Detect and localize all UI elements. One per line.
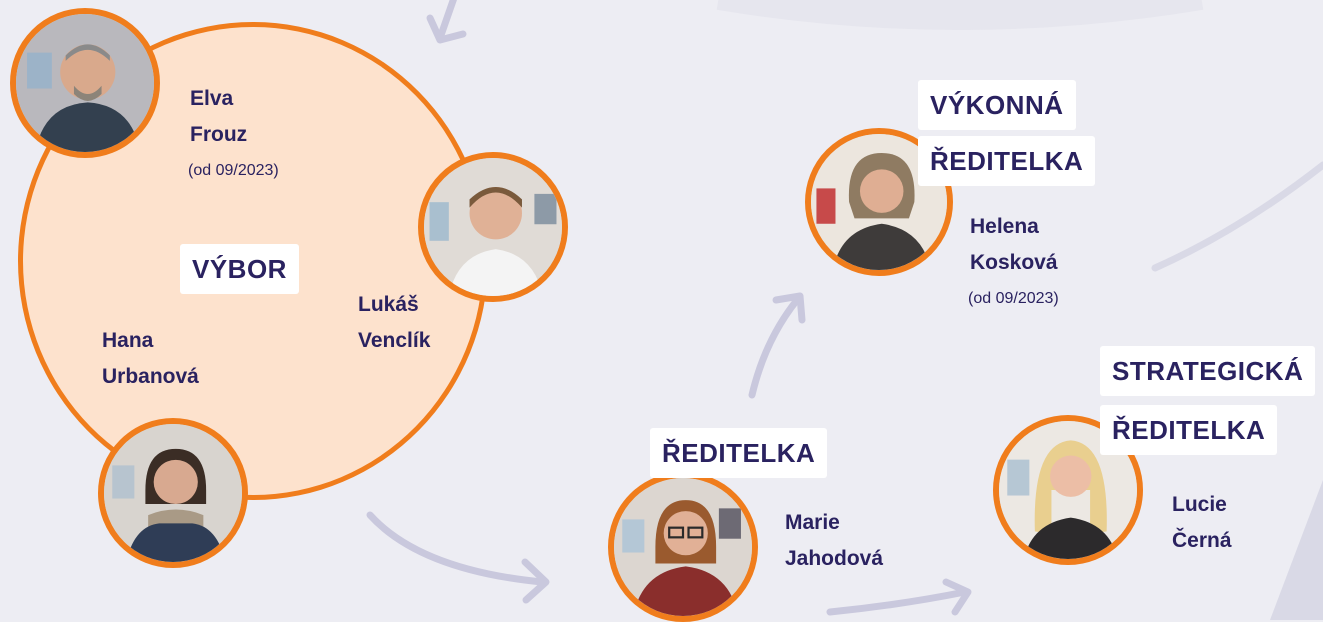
person-photo-icon [104, 424, 242, 562]
strategic-director-first-name: Lucie [1172, 493, 1227, 516]
right-curve [1151, 161, 1323, 272]
member-first-name: Elva [190, 87, 234, 110]
person-photo-icon [424, 158, 562, 296]
strategic-director-last-name: Černá [1172, 529, 1232, 552]
committee-label: VÝBOR [180, 244, 299, 294]
arrow-to-strategic-shaft [826, 588, 969, 616]
person-photo-icon [16, 14, 154, 152]
avatar-marie-jahodova [608, 472, 758, 622]
member-last-name: Venclík [358, 329, 431, 352]
avatar-elva-frouz [10, 8, 160, 158]
director-label: ŘEDITELKA [650, 428, 828, 478]
arrow-to-executive-shaft [748, 296, 801, 399]
avatar-hana-urbanova [98, 418, 248, 568]
executive-director-label-line2: ŘEDITELKA [918, 136, 1096, 186]
member-first-name: Hana [102, 329, 154, 352]
member-last-name: Urbanová [102, 365, 199, 388]
avatar-lukas-venclik [418, 152, 568, 302]
director-first-name: Marie [785, 511, 840, 534]
arrow-to-director-head [521, 558, 550, 604]
member-last-name: Frouz [190, 123, 248, 146]
person-photo-icon [614, 478, 752, 616]
executive-director-last-name: Kosková [970, 251, 1058, 274]
executive-director-first-name: Helena [970, 215, 1039, 238]
strategic-director-label-line2: ŘEDITELKA [1100, 405, 1278, 455]
strategic-director-label-line1: STRATEGICKÁ [1100, 346, 1316, 396]
arrow-to-director-shaft [366, 511, 546, 586]
arrow-top-head [426, 14, 467, 44]
corner-shape [1270, 480, 1323, 620]
top-curve [716, 0, 1204, 30]
arrow-top-shaft [436, 0, 457, 42]
executive-director-label-line1: VÝKONNÁ [918, 80, 1076, 130]
executive-director-since: (od 09/2023) [968, 290, 1059, 307]
arrow-to-executive-head [772, 292, 806, 324]
member-since: (od 09/2023) [188, 162, 279, 179]
arrow-to-strategic-head [942, 578, 972, 616]
director-last-name: Jahodová [785, 547, 884, 570]
member-first-name: Lukáš [358, 293, 419, 316]
